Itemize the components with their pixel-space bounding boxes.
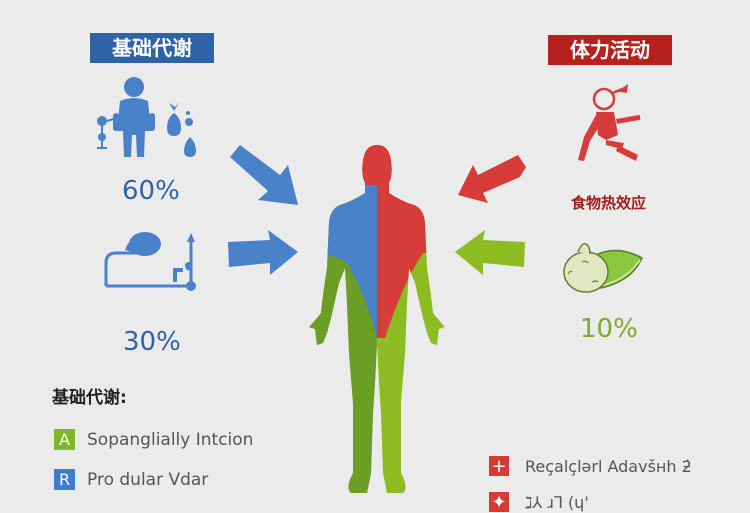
arrow-blue-top: [230, 145, 298, 205]
legend-right-item-1-label: Reçalçlərl Adavšʜh ƻ̇: [525, 456, 692, 476]
thermic-percent-10: 10%: [580, 314, 638, 344]
running-body-icon: [578, 84, 641, 161]
arrow-green: [455, 230, 525, 275]
basal-percent-30: 30%: [123, 327, 181, 357]
arrow-blue-bottom: [228, 230, 298, 275]
vegetable-leaf-icon: [563, 242, 643, 293]
human-body-figure: [309, 145, 445, 493]
basal-metabolism-title: 基础代谢: [90, 33, 214, 63]
badge-r: R: [54, 469, 75, 490]
legend-left-item-r: R Pro dular Vdar: [54, 469, 208, 490]
legend-right-item-1: + Reçalçlərl Adavšʜh ƻ̇: [489, 456, 692, 477]
person-water-drops-icon: [97, 77, 196, 157]
physical-activity-title: 体力活动: [548, 35, 672, 65]
star-badge-icon: ✦: [489, 492, 509, 513]
legend-left-item-a-label: Sopanglially Intcion: [87, 429, 254, 450]
legend-right-item-2: ✦ ℷ⅄ ɹ⅂ (ɥ': [489, 492, 589, 513]
badge-a: A: [54, 429, 75, 450]
legend-left-title: 基础代谢:: [52, 388, 127, 408]
arrow-red: [458, 155, 526, 203]
thermic-effect-label: 食物热效应: [571, 194, 647, 212]
basal-percent-60: 60%: [122, 176, 180, 206]
legend-right-item-2-label: ℷ⅄ ɹ⅂ (ɥ': [525, 492, 589, 512]
plus-badge-icon: +: [489, 456, 509, 477]
legend-left-item-r-label: Pro dular Vdar: [87, 469, 209, 490]
organ-process-icon: [104, 232, 196, 291]
legend-left-item-a: A Sopanglially Intcion: [54, 429, 253, 450]
